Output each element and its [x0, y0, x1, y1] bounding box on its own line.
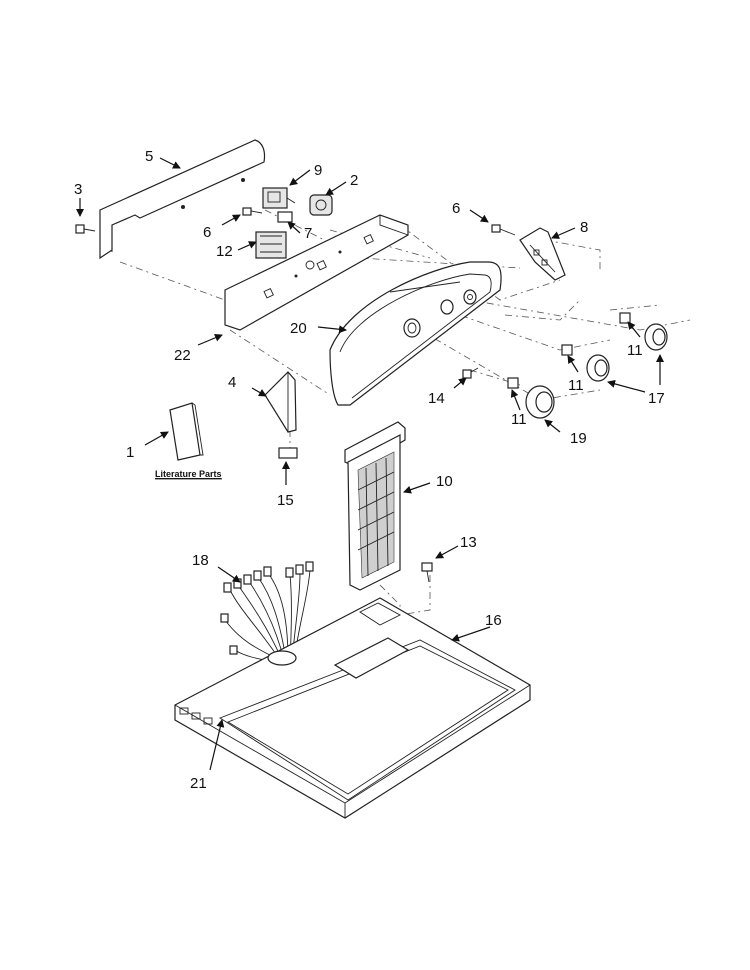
part-6-screw-left: [242, 207, 263, 216]
part-11-knob-shaft-a: [619, 312, 631, 324]
callout-19: 19: [570, 430, 587, 447]
part-11-knob-shaft-c: [507, 377, 519, 389]
callout-8: 8: [580, 219, 588, 236]
part-9-switch: [262, 187, 296, 209]
part-17-knob-a: [644, 323, 668, 351]
callout-10: 10: [436, 473, 453, 490]
part-17-knob-b: [586, 354, 610, 382]
part-11-knob-shaft-b: [561, 344, 573, 356]
callout-11-top: 11: [627, 342, 643, 359]
callout-17: 17: [648, 390, 665, 407]
callout-20: 20: [290, 320, 307, 337]
part-8-end-cap: [519, 227, 566, 281]
callout-15: 15: [277, 492, 294, 509]
part-22-console-bracket: [224, 214, 409, 331]
part-14-screw: [462, 367, 479, 379]
part-20-console: [329, 261, 502, 406]
part-3-screw: [75, 224, 96, 234]
part-7-switch: [277, 211, 293, 223]
part-6-screw-right: [491, 224, 516, 236]
callout-16: 16: [485, 612, 502, 629]
part-10-lint-filter: [344, 421, 406, 591]
callout-11-bottom: 11: [511, 411, 527, 428]
callout-labels: 5 3 9 2 6 7 12 22 6 8 20 4 14 1 15 10 13…: [74, 148, 665, 792]
part-1-literature: [169, 402, 204, 461]
literature-parts-label: Literature Parts: [155, 469, 222, 479]
part-19-knob: [525, 385, 555, 419]
part-13-screw: [421, 562, 433, 583]
callout-13: 13: [460, 534, 477, 551]
callout-6-right: 6: [452, 200, 460, 217]
callout-9: 9: [314, 162, 322, 179]
callout-arrows: [76, 157, 664, 771]
callout-1: 1: [126, 444, 134, 461]
callout-3: 3: [74, 181, 82, 198]
part-16-top-panel: [174, 597, 531, 819]
part-12-selector-switch: [255, 231, 287, 259]
part-15-clip: [278, 447, 298, 459]
callout-2: 2: [350, 172, 358, 189]
part-5-rear-bracket: [99, 139, 266, 260]
callout-5: 5: [145, 148, 153, 165]
part-4-end-cap-left: [264, 371, 297, 433]
callout-12: 12: [216, 243, 233, 260]
callout-11-mid: 11: [568, 377, 584, 394]
callout-6-left: 6: [203, 224, 211, 241]
callout-22: 22: [174, 347, 191, 364]
callout-4: 4: [228, 374, 236, 391]
callout-18: 18: [192, 552, 209, 569]
part-2-timer: [309, 194, 333, 216]
callout-7: 7: [304, 225, 312, 242]
callout-21: 21: [190, 775, 207, 792]
callout-14: 14: [428, 390, 445, 407]
